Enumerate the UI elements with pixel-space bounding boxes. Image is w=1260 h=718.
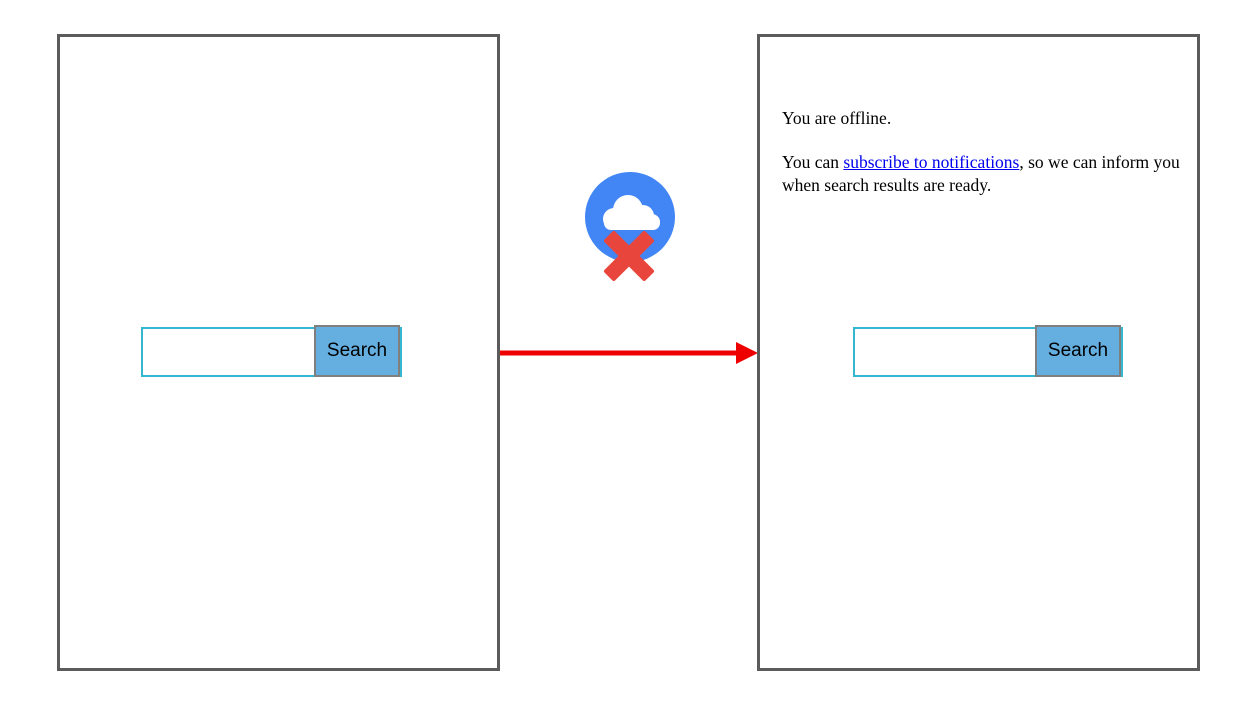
right-device-frame: You are offline. You can subscribe to no… — [757, 34, 1200, 671]
left-device-frame: Search — [57, 34, 500, 671]
search-button[interactable]: Search — [1035, 325, 1121, 377]
right-arrow-icon — [500, 342, 758, 364]
search-button[interactable]: Search — [314, 325, 400, 377]
notify-prefix: You can — [782, 152, 844, 172]
offline-text-block: You are offline. You can subscribe to no… — [782, 107, 1184, 197]
offline-cloud-icon — [585, 172, 675, 281]
offline-message: You are offline. — [782, 108, 892, 128]
notifications-link[interactable]: subscribe to notifications — [843, 152, 1020, 172]
right-search-form: Search — [853, 325, 1123, 377]
cloud-glyph — [603, 195, 660, 230]
cross-icon — [604, 231, 654, 281]
left-search-form: Search — [141, 325, 402, 377]
notify-message: You can subscribe to notifications, so w… — [782, 151, 1184, 197]
notify-suffix: , so we can inform you when search resul… — [782, 152, 1180, 195]
